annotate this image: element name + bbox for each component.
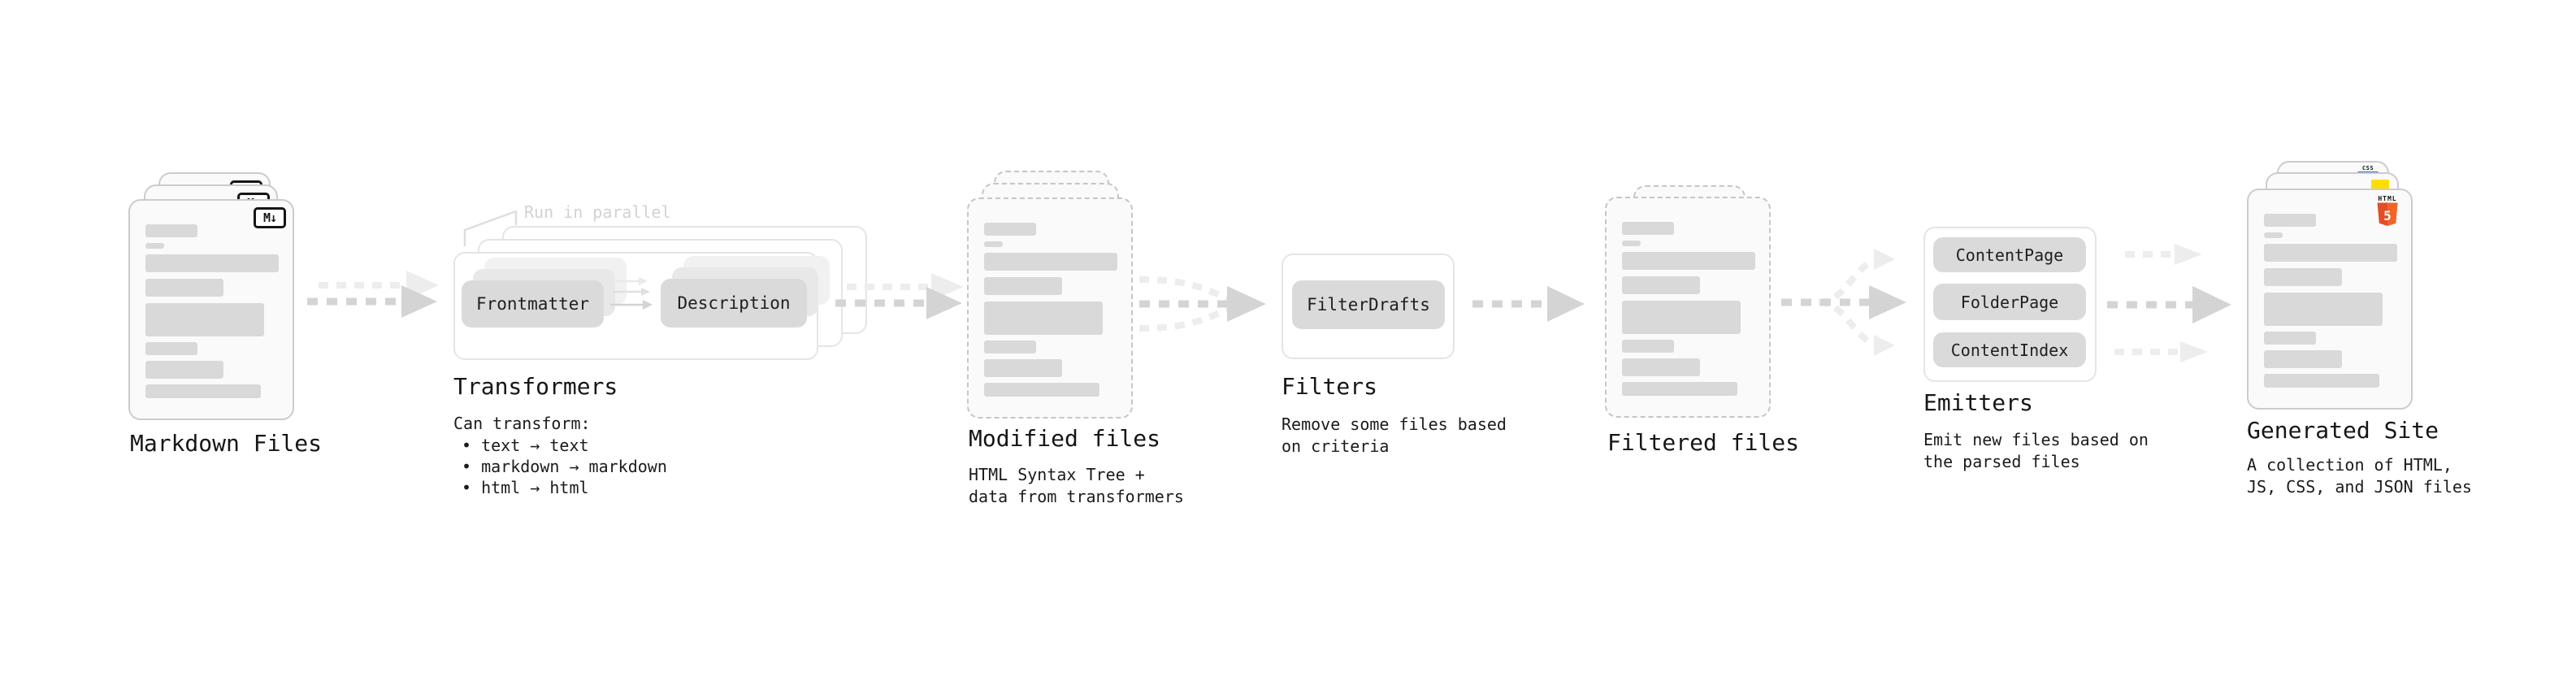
generated-site-subtitle: A collection of HTML, (2247, 455, 2452, 475)
text-line-bar (2264, 268, 2342, 286)
emitters-subtitle: Emit new files based on (1923, 430, 2149, 449)
text-line-bar (1622, 340, 1674, 353)
stage-title-markdown-files: Markdown Files (130, 430, 323, 457)
text-line-bar (1622, 382, 1737, 396)
html5-icon-number: 5 (2383, 208, 2392, 223)
contentindex-pill: ContentIndex (1933, 332, 2086, 367)
text-line-bar (1622, 276, 1700, 294)
stage-title-filters: Filters (1281, 373, 1378, 400)
text-line-bar (2264, 244, 2397, 262)
stage-title-transformers: Transformers (453, 373, 618, 400)
text-line-bar (984, 241, 1003, 247)
text-line-bar (1622, 301, 1741, 334)
text-line-bar (984, 383, 1099, 397)
document-placeholder-lines (130, 201, 293, 419)
document-placeholder-lines (969, 199, 1131, 417)
text-line-bar (2264, 232, 2283, 238)
description-pill: Description (661, 279, 807, 327)
filters-subtitle: Remove some files based (1281, 414, 1507, 434)
arrow-modified-to-filters-merge (1138, 276, 1266, 332)
text-line-bar (984, 301, 1103, 335)
text-line-bar (145, 243, 164, 249)
text-line-bar (2264, 374, 2379, 388)
file-card-front (1605, 197, 1771, 418)
transformers-bullet: • text → text (462, 436, 589, 455)
modified-files-subtitle: data from transformers (969, 487, 1184, 506)
text-line-bar (984, 277, 1062, 295)
stage-title-filtered-files: Filtered files (1607, 429, 1800, 456)
transformers-bullet: • html → html (462, 478, 589, 497)
arrow-emitters-to-generated (2107, 244, 2231, 362)
markdown-icon: M↓ (254, 207, 286, 228)
document-placeholder-lines (1607, 198, 1769, 416)
text-line-bar (145, 279, 223, 297)
text-line-bar (984, 253, 1117, 271)
text-line-bar (984, 223, 1036, 236)
text-line-bar (145, 224, 197, 237)
file-card-front: HTML 5 (2247, 189, 2413, 410)
emitters-subtitle: the parsed files (1923, 452, 2080, 471)
run-in-parallel-note: Run in parallel (524, 202, 671, 222)
stage-title-generated-site: Generated Site (2247, 417, 2439, 444)
arrow-markdown-to-transformers (307, 271, 439, 318)
text-line-bar (2264, 214, 2316, 227)
stage-title-emitters: Emitters (1923, 389, 2033, 416)
filters-subtitle: on criteria (1281, 436, 1390, 456)
file-card-front: M↓ (128, 199, 294, 420)
stage-title-modified-files: Modified files (969, 425, 1161, 452)
transformers-bullet: • markdown → markdown (462, 457, 667, 476)
folderpage-pill: FolderPage (1933, 284, 2086, 320)
text-line-bar (145, 342, 197, 355)
text-line-bar (1622, 241, 1641, 246)
text-line-bar (984, 359, 1062, 377)
filterdrafts-pill: FilterDrafts (1292, 280, 1445, 329)
html5-shield: 5 (2377, 202, 2398, 226)
text-line-bar (145, 361, 223, 379)
text-line-bar (145, 303, 264, 336)
text-line-bar (1622, 358, 1700, 376)
modified-files-subtitle: HTML Syntax Tree + (969, 465, 1145, 484)
css-icon-label: CSS (2361, 165, 2374, 171)
transformers-caption: Can transform: (453, 414, 591, 433)
contentpage-pill: ContentPage (1933, 237, 2086, 272)
text-line-bar (1622, 222, 1674, 235)
generated-site-subtitle: JS, CSS, and JSON files (2247, 477, 2472, 497)
text-line-bar (145, 384, 261, 398)
text-line-bar (2264, 293, 2383, 326)
html5-icon: HTML 5 (2374, 195, 2401, 230)
html5-icon-label: HTML (2378, 195, 2397, 202)
arrow-filtered-to-emitters-split (1781, 249, 1906, 356)
arrow-filters-to-filtered (1472, 286, 1585, 322)
text-line-bar (2264, 332, 2316, 345)
markdown-icon-glyph: M↓ (262, 210, 277, 225)
text-line-bar (1622, 252, 1755, 270)
file-card-front (967, 197, 1133, 419)
text-line-bar (145, 254, 279, 272)
text-line-bar (984, 340, 1036, 354)
text-line-bar (2264, 350, 2342, 368)
document-placeholder-lines (2249, 190, 2411, 408)
frontmatter-pill: Frontmatter (462, 280, 604, 327)
